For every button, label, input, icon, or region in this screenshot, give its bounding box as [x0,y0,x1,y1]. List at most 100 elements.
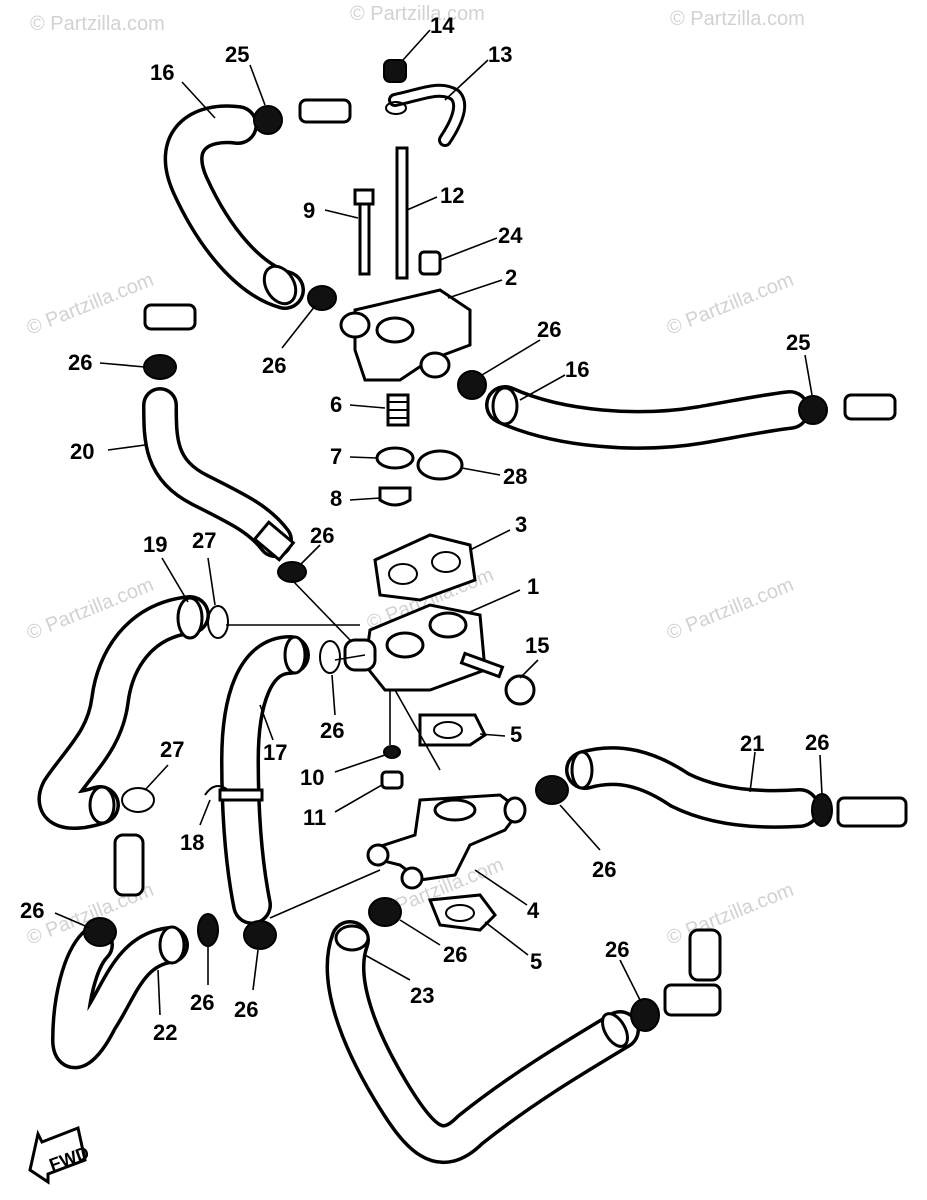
clamp-25-upper [253,105,283,135]
part-5-gasket-upper [418,713,487,747]
fitting-upper-left [298,98,352,124]
fitting-lower-right [663,983,722,1017]
clamp-26-e [319,640,341,674]
callout-26: 26 [320,718,344,743]
callout-5-lower: 5 [530,949,542,974]
part-9-bolt [353,188,375,276]
part-6-spring [386,393,410,427]
clamp-26-j [243,920,277,950]
part-5-gasket-lower [427,893,497,932]
callout-10: 10 [300,765,324,790]
callout-9: 9 [303,198,315,223]
clamp-26-i [197,913,219,947]
callout-3: 3 [515,512,527,537]
callout-26: 26 [234,997,258,1022]
callout-26: 26 [190,990,214,1015]
hose-21 [565,746,820,829]
fitting-left-mid [113,833,145,897]
part-12-stud [395,146,409,280]
part-28-cap [416,449,464,481]
watermark: © Partzilla.com [664,879,797,950]
clamp-26-g [811,793,833,827]
callout-28: 28 [503,464,527,489]
part-8-valve [378,486,412,507]
watermark: © Partzilla.com [664,574,797,645]
callout-12: 12 [440,183,464,208]
watermark: © Partzilla.com [30,13,165,35]
callout-16-right: 16 [565,357,589,382]
callout-19: 19 [143,532,167,557]
part-4-housing [366,793,527,890]
part-10-washer [383,745,401,759]
clamp-26-a [307,285,337,311]
callout-17: 17 [263,740,287,765]
hose-16-upper [163,104,305,310]
fitting-right [843,393,897,421]
fitting-left-top [143,303,197,331]
part-1-housing [343,603,487,692]
callout-14: 14 [430,13,455,38]
callout-26: 26 [443,942,467,967]
callout-15: 15 [525,633,549,658]
callouts: 1 2 3 4 5 5 6 7 8 9 10 11 12 [20,13,829,1045]
gasket-hole [388,563,418,585]
clamp-fitting-set [83,98,908,1032]
callout-25-right: 25 [786,330,810,355]
callout-24: 24 [498,223,523,248]
watermark: © Partzilla.com [664,269,797,340]
part-13-tube [388,83,467,147]
clamp-26-b [457,370,487,400]
callout-26: 26 [605,937,629,962]
gasket-hole [431,551,461,573]
callout-25-upper: 25 [225,42,249,67]
callout-26: 26 [537,317,561,342]
callout-27: 27 [192,528,216,553]
callout-26: 26 [68,350,92,375]
callout-26: 26 [20,898,44,923]
callout-26: 26 [310,523,334,548]
part-2-housing [339,288,472,382]
gasket-hole [445,904,475,922]
clamp-26-h [83,917,117,947]
watermark: © Partzilla.com [670,8,805,30]
clamp-26-k [368,897,402,927]
hose-19 [37,595,210,830]
callout-13: 13 [488,42,512,67]
gasket-hole [433,721,463,739]
fitting-right-mid [836,796,908,828]
callout-4: 4 [527,898,540,923]
callout-2: 2 [505,265,517,290]
callout-23: 23 [410,983,434,1008]
clamp-26-c [143,354,177,380]
part-15-plug [459,651,536,706]
callout-7: 7 [330,444,342,469]
part-24-screw [418,250,442,276]
watermark: © Partzilla.com [24,269,157,340]
fitting-lower-right-top [688,928,722,982]
clamp-27-b [121,787,155,813]
callout-21: 21 [740,731,764,756]
callout-27: 27 [160,737,184,762]
hose-20 [142,387,296,562]
callout-11: 11 [303,805,326,830]
callout-22: 22 [153,1020,177,1045]
part-11-nut [380,770,404,790]
part-14-cap [383,59,407,83]
part-18-clip [204,785,229,796]
guide-lines [226,579,441,919]
hose-16-right [485,385,810,450]
clamp-25-right [798,395,828,425]
callout-26: 26 [805,730,829,755]
callout-16-upper: 16 [150,60,174,85]
callout-26: 26 [262,353,286,378]
callout-1: 1 [527,574,539,599]
watermark: © Partzilla.com [350,3,485,25]
clamp-26-f [535,775,569,805]
clamp-26-l [630,998,660,1032]
callout-20: 20 [70,439,94,464]
part-7-thermostat [375,446,415,470]
hose-23 [325,920,640,1164]
clamp-26-d [277,561,307,583]
hose-22 [50,925,189,1070]
